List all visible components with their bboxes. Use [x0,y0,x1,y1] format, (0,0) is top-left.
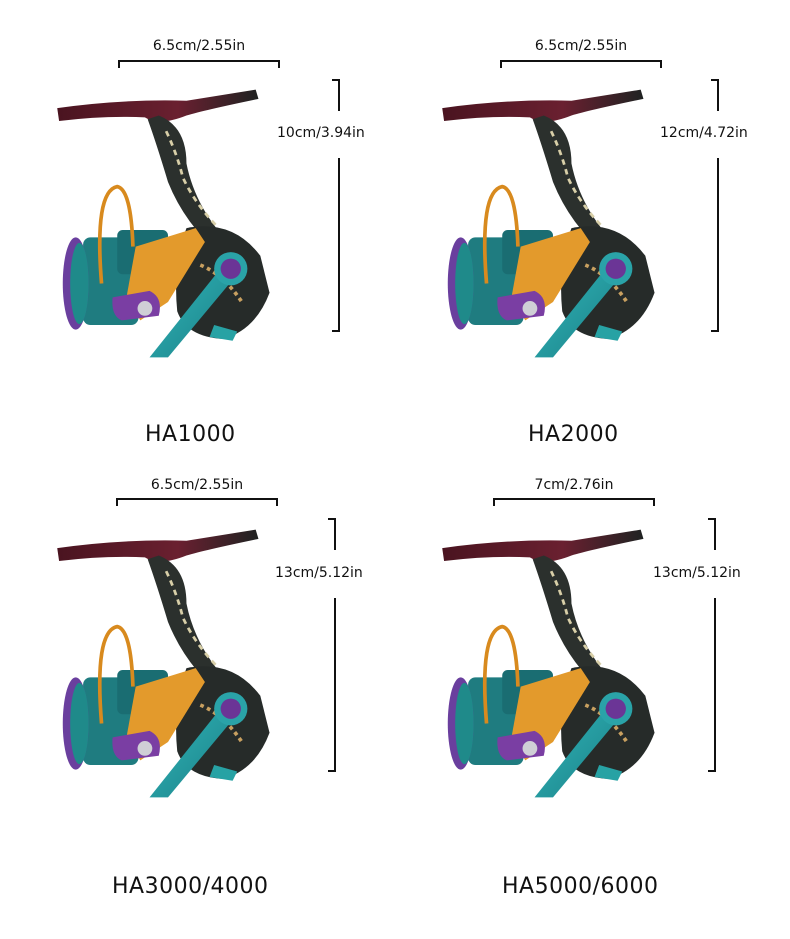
height-bracket-bottom [711,158,719,332]
width-bracket [493,498,655,506]
model-name: HA5000/6000 [502,874,659,899]
height-dimension-label: 13cm/5.12in [275,565,363,581]
fishing-reel-image [48,516,288,811]
height-dimension-label: 12cm/4.72in [660,125,748,141]
product-panel-ha5000-6000: 7cm/2.76in 13cm/5.12in HA5000/6000 [395,470,790,939]
height-bracket-top [711,79,719,111]
width-dimension-label: 6.5cm/2.55in [150,477,244,493]
product-panel-ha2000: 6.5cm/2.55in 12cm/4.72in HA2000 [395,0,790,469]
width-bracket [500,60,662,68]
height-bracket-bottom [708,598,716,772]
height-bracket-top [708,518,716,550]
height-bracket-top [328,518,336,550]
product-panel-ha1000: 6.5cm/2.55in 10cm/3.94in HA1000 [0,0,395,469]
product-panel-ha3000-4000: 6.5cm/2.55in 13cm/5.12in HA3000/4000 [0,470,395,939]
fishing-reel-image [48,76,288,371]
fishing-reel-image [433,516,673,811]
height-dimension-label: 13cm/5.12in [653,565,741,581]
width-bracket [118,60,280,68]
height-bracket-bottom [328,598,336,772]
model-name: HA2000 [528,422,619,447]
height-dimension-label: 10cm/3.94in [277,125,365,141]
width-dimension-label: 6.5cm/2.55in [534,38,628,54]
width-bracket [116,498,278,506]
width-dimension-label: 6.5cm/2.55in [152,38,246,54]
width-dimension-label: 7cm/2.76in [534,477,614,493]
model-name: HA3000/4000 [112,874,269,899]
model-name: HA1000 [145,422,236,447]
fishing-reel-image [433,76,673,371]
height-bracket-top [332,79,340,111]
height-bracket-bottom [332,158,340,332]
